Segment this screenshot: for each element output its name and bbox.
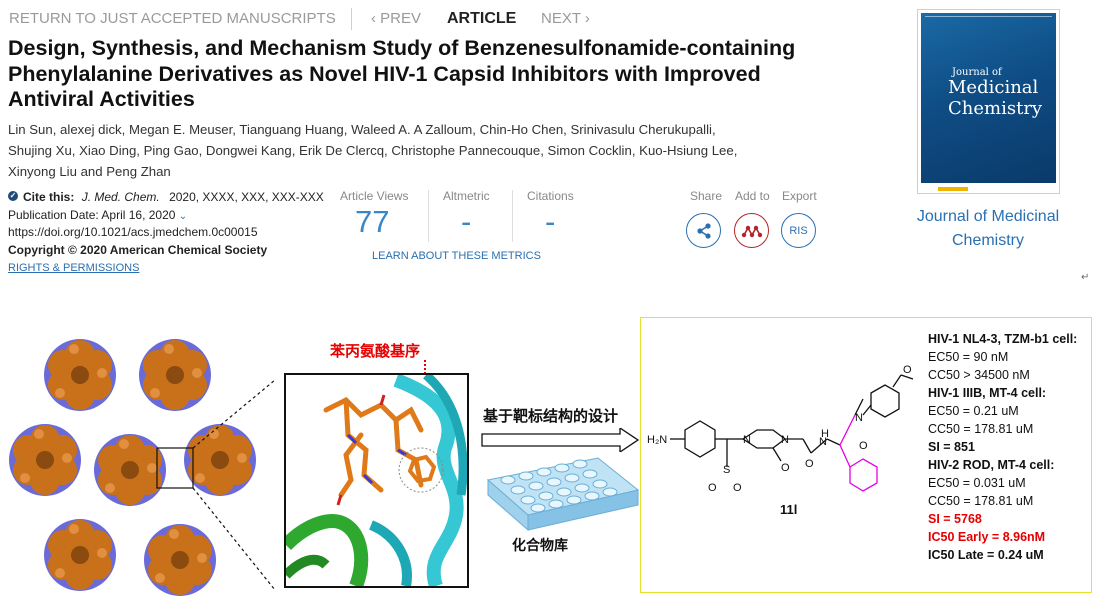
binding-site-inset bbox=[284, 373, 469, 588]
publisher-logo bbox=[938, 187, 968, 191]
cite-details: 2020, XXXX, XXX, XXX-XXX bbox=[169, 190, 324, 204]
author-line[interactable]: Xinyong Liu and Peng Zhan bbox=[8, 164, 171, 179]
share-button[interactable] bbox=[686, 213, 721, 248]
assay-heading: HIV-1 IIIB, MT-4 cell: bbox=[928, 386, 1047, 400]
author-line[interactable]: Lin Sun, alexej dick, Megan E. Meuser, T… bbox=[8, 122, 716, 137]
ec50-value: EC50 = 90 nM bbox=[928, 350, 1009, 364]
next-link[interactable]: NEXT › bbox=[541, 10, 590, 27]
publication-date-text: Publication Date: April 16, 2020 bbox=[8, 208, 176, 222]
cover-rule bbox=[925, 16, 1052, 17]
metric-divider bbox=[428, 190, 429, 242]
journal-link[interactable]: Journal of Medicinal Chemistry bbox=[916, 208, 1060, 249]
export-label: Export bbox=[782, 189, 817, 203]
compound-structure-image: H₂N S O O N N O O H N N O O bbox=[647, 364, 914, 494]
ec50-value: EC50 = 0.21 uM bbox=[928, 404, 1019, 418]
svg-text:N: N bbox=[819, 436, 827, 448]
compound-library-plate-image bbox=[486, 457, 640, 532]
svg-text:S: S bbox=[723, 464, 730, 476]
nav-divider bbox=[351, 8, 352, 30]
views-label: Article Views bbox=[340, 189, 409, 203]
assay-heading: HIV-2 ROD, MT-4 cell: bbox=[928, 458, 1055, 472]
svg-text:O: O bbox=[733, 482, 742, 494]
design-arrow-icon bbox=[481, 428, 640, 452]
cover-chemistry-text: Chemistry bbox=[948, 98, 1043, 119]
activity-data-list: HIV-1 NL4-3, TZM-b1 cell: EC50 = 90 nM C… bbox=[928, 330, 1077, 564]
svg-text:O: O bbox=[805, 458, 814, 470]
prev-link[interactable]: ‹ PREV bbox=[371, 10, 422, 27]
ec50-value: EC50 = 0.031 uM bbox=[928, 476, 1026, 490]
cover-journal-text: Journal of bbox=[952, 67, 1002, 78]
si-value: SI = 851 bbox=[928, 440, 975, 454]
share-icon bbox=[696, 222, 711, 239]
compound-library-label: 化合物库 bbox=[512, 538, 568, 554]
author-list: Lin Sun, alexej dick, Megan E. Meuser, T… bbox=[8, 119, 808, 182]
compound-panel bbox=[640, 317, 1092, 593]
paragraph-return-icon: ↵ bbox=[1081, 272, 1090, 283]
article-title: Design, Synthesis, and Mechanism Study o… bbox=[8, 36, 796, 111]
metric-divider bbox=[512, 190, 513, 242]
svg-text:O: O bbox=[708, 482, 717, 494]
phenylalanine-motif-label: 苯丙氨酸基序 bbox=[330, 342, 421, 360]
svg-text:N: N bbox=[781, 434, 789, 446]
add-to-button[interactable] bbox=[734, 213, 769, 248]
svg-text:O: O bbox=[903, 364, 912, 376]
cite-label: Cite this: bbox=[23, 190, 75, 204]
citations-label: Citations bbox=[527, 189, 574, 203]
publication-date[interactable]: Publication Date: April 16, 2020 ⌄ bbox=[8, 208, 187, 222]
ic50-late-value: IC50 Late = 0.24 uM bbox=[928, 548, 1044, 562]
export-ris-button[interactable]: RIS bbox=[781, 213, 816, 248]
doi-link[interactable]: https://doi.org/10.1021/acs.jmedchem.0c0… bbox=[8, 225, 258, 239]
svg-text:N: N bbox=[855, 412, 863, 424]
structure-based-design-label: 基于靶标结构的设计 bbox=[483, 407, 619, 425]
svg-text:H₂N: H₂N bbox=[647, 434, 667, 446]
cite-journal: J. Med. Chem. bbox=[81, 190, 160, 204]
cite-line[interactable]: Cite this: J. Med. Chem. 2020, XXXX, XXX… bbox=[23, 190, 324, 204]
current-article-label: ARTICLE bbox=[447, 10, 517, 27]
altmetric-label: Altmetric bbox=[443, 189, 490, 203]
molecule-network-icon bbox=[741, 225, 762, 237]
cc50-value: CC50 = 178.81 uM bbox=[928, 494, 1034, 508]
protein-structure-image bbox=[286, 375, 467, 586]
svg-text:N: N bbox=[743, 434, 751, 446]
journal-cover[interactable]: Journal of Medicinal Chemistry bbox=[917, 9, 1060, 194]
learn-metrics-link[interactable]: LEARN ABOUT THESE METRICS bbox=[372, 250, 541, 262]
svg-text:H: H bbox=[821, 428, 829, 440]
cc50-value: CC50 > 34500 nM bbox=[928, 368, 1030, 382]
assay-heading: HIV-1 NL4-3, TZM-b1 cell: bbox=[928, 332, 1078, 346]
cover-artwork: Journal of Medicinal Chemistry bbox=[921, 13, 1056, 183]
rights-permissions-link[interactable]: RIGHTS & PERMISSIONS bbox=[8, 262, 140, 274]
share-label: Share bbox=[690, 189, 723, 203]
svg-text:O: O bbox=[781, 462, 790, 474]
add-to-label: Add to bbox=[735, 189, 770, 203]
capsid-lattice-image bbox=[9, 339, 275, 596]
return-link[interactable]: RETURN TO JUST ACCEPTED MANUSCRIPTS bbox=[9, 10, 336, 27]
ic50-early-value: IC50 Early = 8.96nM bbox=[928, 530, 1046, 544]
compound-id-label: 11l bbox=[780, 502, 798, 517]
cite-icon: ✓ bbox=[8, 191, 18, 201]
si-value-highlight: SI = 5768 bbox=[928, 512, 982, 526]
views-value: 77 bbox=[355, 204, 390, 239]
cover-medicinal-text: Medicinal bbox=[948, 77, 1039, 98]
svg-text:O: O bbox=[859, 440, 868, 452]
citations-value: - bbox=[545, 204, 556, 239]
chevron-down-icon: ⌄ bbox=[178, 211, 188, 222]
author-line[interactable]: Shujing Xu, Xiao Ding, Ping Gao, Dongwei… bbox=[8, 143, 738, 158]
copyright-text: Copyright © 2020 American Chemical Socie… bbox=[8, 243, 268, 257]
cc50-value: CC50 = 178.81 uM bbox=[928, 422, 1034, 436]
altmetric-value: - bbox=[461, 204, 472, 239]
